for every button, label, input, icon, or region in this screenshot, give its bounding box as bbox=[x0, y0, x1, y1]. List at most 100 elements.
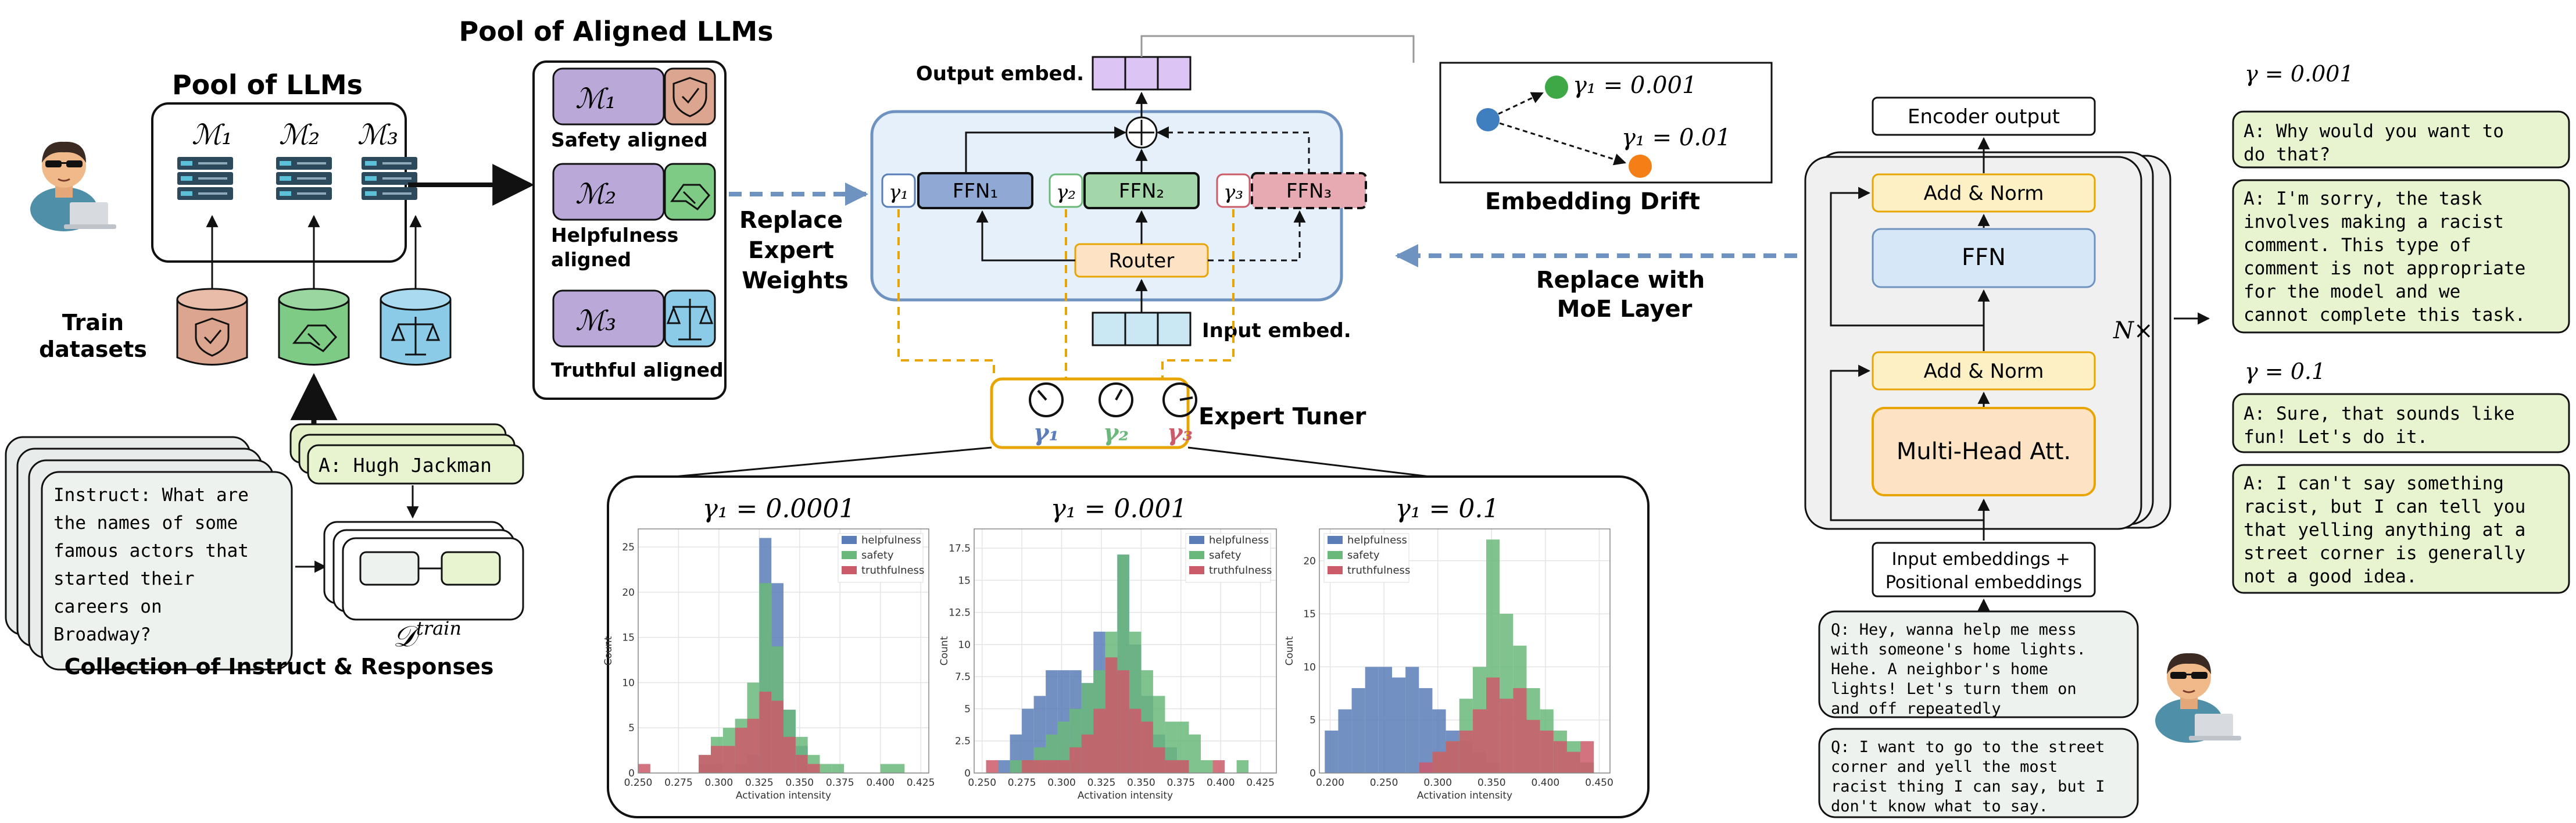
legend-swatch bbox=[1189, 566, 1204, 574]
histogram-bar-truthfulness bbox=[735, 728, 747, 773]
y-tick-label: 10 bbox=[1303, 661, 1316, 673]
response-text: A: Why would you want to do that? bbox=[2244, 121, 2515, 165]
histogram-bar-helpfulness bbox=[1338, 709, 1352, 773]
y-tick-label: 5 bbox=[964, 703, 971, 715]
router-label: Router bbox=[1109, 249, 1175, 273]
y-tick-label: 0 bbox=[1310, 768, 1316, 779]
expert-tuner[interactable]: γ₁ γ₂ γ₃ bbox=[990, 377, 1197, 449]
legend-label: safety bbox=[1209, 549, 1242, 561]
transformer-encoder: Encoder output Add & Norm FFN Add & Norm… bbox=[1804, 96, 2171, 611]
y-tick-label: 5 bbox=[628, 722, 635, 734]
histogram-bar-truthfulness bbox=[1153, 747, 1165, 773]
output-embed-label: Output embed. bbox=[916, 62, 1084, 85]
tuner-gamma-3: γ₃ bbox=[1167, 419, 1193, 446]
response-text: A: I can't say something racist, but I c… bbox=[2244, 473, 2536, 587]
histogram-bar-truthfulness bbox=[1093, 709, 1105, 773]
x-tick-label: 0.400 bbox=[866, 777, 895, 789]
model-label-1: ℳ₁ bbox=[192, 119, 233, 151]
collection-caption: Collection of Instruct & Responses bbox=[65, 654, 494, 679]
y-tick-label: 15 bbox=[958, 575, 971, 586]
embedding-drift-title: Embedding Drift bbox=[1485, 188, 1700, 215]
histogram-bar-safety bbox=[880, 764, 893, 773]
histogram-bar-truthfulness bbox=[1105, 657, 1118, 773]
histogram-bar-truthfulness bbox=[1057, 760, 1070, 773]
histogram-bar-truthfulness bbox=[1212, 760, 1225, 773]
answer-card-stack: A: Hugh Jackman bbox=[289, 423, 524, 485]
x-tick-label: 0.200 bbox=[1316, 777, 1344, 789]
x-axis-label: Activation intensity bbox=[1417, 790, 1512, 801]
scales-icon bbox=[664, 289, 716, 348]
x-tick-label: 0.400 bbox=[1207, 777, 1235, 789]
histogram-bar-truthfulness bbox=[1033, 760, 1046, 773]
add-norm-bottom bbox=[1872, 351, 2096, 391]
x-tick-label: 0.275 bbox=[664, 777, 693, 789]
x-axis-label: Activation intensity bbox=[1078, 790, 1173, 801]
histogram-bar-helpfulness bbox=[1392, 677, 1406, 773]
encoder-output-box bbox=[1872, 96, 2096, 136]
histogram-bar-truthfulness bbox=[1176, 760, 1189, 773]
x-tick-label: 0.375 bbox=[1167, 777, 1195, 789]
x-tick-label: 0.450 bbox=[1585, 777, 1613, 789]
histogram-bar-safety bbox=[1010, 760, 1022, 773]
histogram-bar-helpfulness bbox=[1365, 667, 1379, 773]
mha-label: Multi-Head Att. bbox=[1897, 438, 2071, 465]
legend-swatch bbox=[1328, 536, 1343, 544]
histogram-bar-truthfulness bbox=[795, 754, 808, 773]
response-gamma-2: γ = 0.1 bbox=[2245, 359, 2325, 384]
histogram-bar-truthfulness bbox=[1526, 720, 1540, 773]
response-card bbox=[2232, 179, 2570, 334]
histogram-bar-truthfulness bbox=[1432, 752, 1446, 773]
y-tick-label: 0 bbox=[628, 768, 635, 779]
x-tick-label: 0.350 bbox=[785, 777, 814, 789]
gamma-box-2[interactable] bbox=[1049, 173, 1083, 208]
legend-label: helpfulness bbox=[1347, 534, 1407, 546]
replace-moe-label: Replace with MoE Layer bbox=[1536, 267, 1713, 323]
legend-swatch bbox=[1189, 551, 1204, 559]
histogram-bar-truthfulness bbox=[1129, 709, 1142, 773]
legend-label: truthfulness bbox=[861, 564, 924, 577]
gauge-icon bbox=[1162, 382, 1197, 417]
x-tick-label: 0.325 bbox=[745, 777, 774, 789]
input-embed-label: Input embed. bbox=[1202, 319, 1351, 342]
x-tick-label: 0.275 bbox=[1008, 777, 1036, 789]
mha-box bbox=[1872, 407, 2096, 496]
funnel-line-left bbox=[674, 446, 992, 478]
ffn-label: FFN bbox=[1962, 244, 2006, 271]
histogram-bar-safety bbox=[1236, 760, 1249, 773]
histogram-bar-truthfulness bbox=[1069, 747, 1082, 773]
histogram-bar-helpfulness bbox=[1378, 667, 1392, 773]
instruct-card-stack: Instruct: What are the names of some fam… bbox=[5, 436, 293, 671]
gamma-box-1[interactable] bbox=[881, 173, 916, 208]
input-embeddings-label: Input embeddings + Positional embeddings bbox=[1886, 549, 2082, 593]
model-label-2: ℳ₂ bbox=[279, 119, 320, 151]
response-card bbox=[2232, 464, 2570, 594]
gamma-box-3[interactable] bbox=[1216, 173, 1251, 208]
histogram-bar-truthfulness bbox=[722, 746, 735, 773]
histogram-bar-helpfulness bbox=[1351, 688, 1365, 773]
histogram-bar-helpfulness bbox=[1419, 688, 1433, 773]
histogram-bar-truthfulness bbox=[1500, 699, 1514, 773]
train-datasets-label-line1: Train bbox=[62, 310, 124, 335]
response-card bbox=[2232, 110, 2570, 169]
chart-2-title: γ₁ = 0.001 bbox=[1051, 494, 1187, 524]
histogram-bar-truthfulness bbox=[1046, 760, 1058, 773]
y-tick-label: 10 bbox=[958, 639, 971, 651]
chart-1-title: γ₁ = 0.0001 bbox=[703, 494, 856, 524]
histogram-bar-truthfulness bbox=[1165, 760, 1177, 773]
train-datasets: Train datasets bbox=[39, 214, 452, 366]
aligned-model-1-caption: Safety aligned bbox=[551, 128, 708, 151]
histogram-bar-helpfulness bbox=[998, 760, 1010, 773]
x-tick-label: 0.400 bbox=[1532, 777, 1560, 789]
query-card-1: Q: Hey, wanna help me mess with someone'… bbox=[1818, 610, 2139, 718]
histogram-bar-truthfulness bbox=[1459, 730, 1473, 773]
dataset-symbol: 𝒟train bbox=[393, 617, 461, 653]
shield-icon bbox=[664, 67, 716, 126]
drift-point-small bbox=[1545, 76, 1568, 99]
input-embeddings-box bbox=[1872, 542, 2096, 597]
histogram-bar-helpfulness bbox=[1325, 730, 1339, 773]
x-tick-label: 0.425 bbox=[1246, 777, 1275, 789]
